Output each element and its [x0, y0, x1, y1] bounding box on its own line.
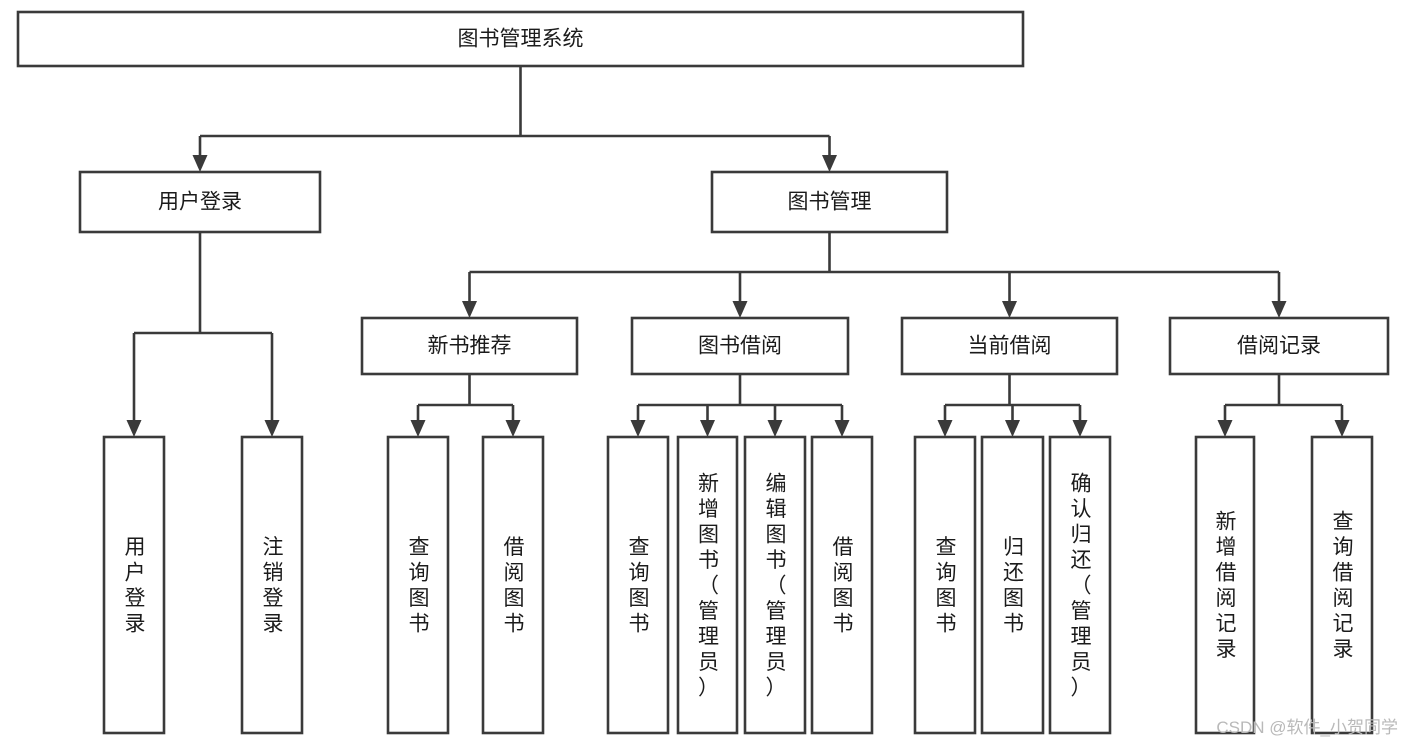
node-box-new-book-recommend[interactable] — [360, 316, 579, 376]
node-box-book-borrow[interactable] — [630, 316, 850, 376]
node-label-user-login-do: 用户登录 — [125, 536, 146, 636]
connector-edges-layer — [126, 66, 1350, 437]
node-box-current-return-book[interactable] — [980, 435, 1045, 735]
node-box-recommend-borrow-book[interactable] — [481, 435, 545, 735]
arrow-head-icon — [630, 420, 646, 437]
node-label-user-login: 用户登录 — [158, 191, 242, 214]
node-box-borrow-query-book[interactable] — [606, 435, 670, 735]
node-label-user-logout: 注销登录 — [263, 536, 284, 636]
node-borrow-edit-book[interactable]: 编辑图书（管理员） — [743, 435, 807, 735]
arrow-head-icon — [822, 155, 837, 172]
node-label-borrow-borrow-book: 借阅图书 — [833, 536, 854, 636]
arrow-head-icon — [700, 420, 715, 437]
node-box-borrow-edit-book[interactable] — [743, 435, 807, 735]
node-label-current-return-book: 归还图书 — [1003, 536, 1024, 636]
arrow-head-icon — [1271, 301, 1287, 318]
node-root[interactable]: 图书管理系统 — [16, 10, 1025, 68]
node-label-borrow-query-book: 查询图书 — [629, 536, 650, 636]
arrow-head-icon — [410, 420, 426, 437]
arrow-head-icon — [1217, 420, 1233, 437]
node-recommend-query-book[interactable]: 查询图书 — [386, 435, 450, 735]
node-label-current-borrow: 当前借阅 — [968, 335, 1052, 358]
node-label-current-query-book: 查询图书 — [936, 536, 957, 636]
node-label-book-management: 图书管理 — [788, 191, 872, 214]
node-box-user-login[interactable] — [78, 170, 322, 234]
node-box-borrow-records[interactable] — [1168, 316, 1390, 376]
node-label-current-confirm-return: 确认归还（管理员） — [1071, 472, 1092, 699]
node-label-root: 图书管理系统 — [458, 28, 584, 51]
node-box-recommend-query-book[interactable] — [386, 435, 450, 735]
arrow-head-icon — [732, 301, 748, 318]
node-box-user-logout[interactable] — [240, 435, 304, 735]
node-label-new-book-recommend: 新书推荐 — [428, 335, 512, 358]
node-box-current-borrow[interactable] — [900, 316, 1119, 376]
node-add-borrow-record[interactable]: 新增借阅记录 — [1194, 435, 1256, 735]
arrow-head-icon — [1072, 420, 1088, 437]
node-label-borrow-add-book: 新增图书（管理员） — [698, 472, 719, 699]
node-box-root[interactable] — [16, 10, 1025, 68]
arrow-head-icon — [462, 301, 477, 318]
arrow-head-icon — [264, 420, 280, 437]
node-box-current-confirm-return[interactable] — [1048, 435, 1112, 735]
arrow-head-icon — [1334, 420, 1350, 437]
node-box-borrow-borrow-book[interactable] — [810, 435, 874, 735]
node-box-query-borrow-record[interactable] — [1310, 435, 1374, 735]
node-label-add-borrow-record: 新增借阅记录 — [1216, 511, 1237, 662]
node-user-login-do[interactable]: 用户登录 — [102, 435, 166, 735]
node-current-query-book[interactable]: 查询图书 — [913, 435, 977, 735]
node-borrow-records[interactable]: 借阅记录 — [1168, 316, 1390, 376]
node-label-recommend-query-book: 查询图书 — [409, 536, 430, 636]
node-borrow-query-book[interactable]: 查询图书 — [606, 435, 670, 735]
node-box-current-query-book[interactable] — [913, 435, 977, 735]
arrow-head-icon — [1005, 420, 1020, 437]
node-borrow-borrow-book[interactable]: 借阅图书 — [810, 435, 874, 735]
node-book-borrow[interactable]: 图书借阅 — [630, 316, 850, 376]
node-new-book-recommend[interactable]: 新书推荐 — [360, 316, 579, 376]
node-user-login[interactable]: 用户登录 — [78, 170, 322, 234]
node-user-logout[interactable]: 注销登录 — [240, 435, 304, 735]
arrow-head-icon — [937, 420, 953, 437]
arrow-head-icon — [192, 155, 208, 172]
node-box-book-management[interactable] — [710, 170, 949, 234]
csdn-watermark: CSDN @软件_小贺同学 — [1216, 718, 1398, 737]
node-book-management[interactable]: 图书管理 — [710, 170, 949, 234]
arrow-head-icon — [126, 420, 142, 437]
node-query-borrow-record[interactable]: 查询借阅记录 — [1310, 435, 1374, 735]
node-borrow-add-book[interactable]: 新增图书（管理员） — [676, 435, 739, 735]
arrow-head-icon — [1002, 301, 1017, 318]
node-current-return-book[interactable]: 归还图书 — [980, 435, 1045, 735]
node-recommend-borrow-book[interactable]: 借阅图书 — [481, 435, 545, 735]
node-current-confirm-return[interactable]: 确认归还（管理员） — [1048, 435, 1112, 735]
node-box-add-borrow-record[interactable] — [1194, 435, 1256, 735]
node-label-book-borrow: 图书借阅 — [698, 335, 782, 358]
node-label-recommend-borrow-book: 借阅图书 — [504, 536, 525, 636]
node-label-borrow-records: 借阅记录 — [1237, 335, 1321, 358]
arrow-head-icon — [505, 420, 521, 437]
node-boxes-layer: 图书管理系统用户登录图书管理用户登录注销登录新书推荐查询图书借阅图书图书借阅查询… — [16, 10, 1390, 735]
node-label-borrow-edit-book: 编辑图书（管理员） — [766, 472, 787, 699]
arrow-head-icon — [767, 420, 783, 437]
node-box-borrow-add-book[interactable] — [676, 435, 739, 735]
node-current-borrow[interactable]: 当前借阅 — [900, 316, 1119, 376]
arrow-head-icon — [834, 420, 850, 437]
node-box-user-login-do[interactable] — [102, 435, 166, 735]
node-label-query-borrow-record: 查询借阅记录 — [1333, 511, 1354, 662]
